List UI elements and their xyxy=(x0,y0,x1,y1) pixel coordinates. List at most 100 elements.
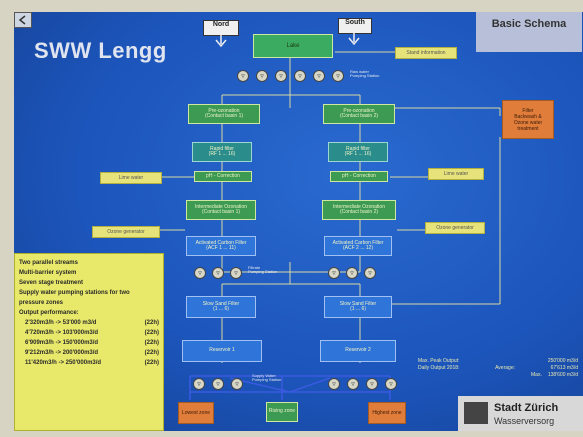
zone-rising: Rising zone xyxy=(266,402,298,422)
lime-water-label-right: Lime water xyxy=(428,168,484,180)
reservoir-1: Reservoir 1 xyxy=(182,340,262,362)
daily-output-label: Daily Output 2018: xyxy=(418,365,460,371)
pre-ozonation-2: Pre-ozonation (Contact basin 2) xyxy=(323,104,395,124)
pump-icon: ▿ xyxy=(275,70,287,82)
pump-icon: ▿ xyxy=(231,378,243,390)
slow-sand-filter-1: Slow Sand Filter (1 ... 6) xyxy=(186,296,256,318)
pump-icon: ▿ xyxy=(294,70,306,82)
screen-frame-left xyxy=(0,0,14,437)
stand-info-label: Stand information xyxy=(395,47,457,59)
activated-carbon-filter-2: Activated Carbon Filter (ACF 2 ... 12) xyxy=(324,236,392,256)
performance-row: 11'420m3/h -> 250'000m3/d (22h) xyxy=(19,358,159,368)
raw-water-pumping-label: Raw water Pumping Station xyxy=(350,69,380,79)
stadt-zurich-logo: Stadt Zürich Wasserversorg xyxy=(458,396,583,431)
performance-row: 6'909m3/h -> 150'000m3/d (22h) xyxy=(19,338,159,348)
pump-icon: ▿ xyxy=(346,267,358,279)
performance-value: 2'320m3/h -> 53'000 m3/d xyxy=(25,320,97,326)
ozone-generator-text-left: Ozone generator xyxy=(107,229,145,235)
stats-row-peak: Max. Peak Output: 250'000 m3/d xyxy=(418,358,578,365)
south-arrow-icon xyxy=(348,32,360,46)
pump-icon: ▿ xyxy=(328,267,340,279)
pump-icon: ▿ xyxy=(237,70,249,82)
pump-icon: ▿ xyxy=(194,267,206,279)
north-label: Nord xyxy=(212,21,230,28)
performance-value: 9'212m3/h -> 200'000m3/d xyxy=(25,350,99,356)
pump-icon: ▿ xyxy=(385,378,397,390)
pump-icon: ▿ xyxy=(212,378,224,390)
performance-row: 4'720m3/h -> 103'000m3/d (22h) xyxy=(19,328,159,338)
supply-pumping-label: Supply Water Pumping Station xyxy=(252,373,282,383)
lime-water-label-left: Lime water xyxy=(100,172,162,184)
zone-lowest: Lowest zone xyxy=(178,402,214,424)
panel-line: Output performance: xyxy=(19,310,79,316)
screen-frame-top xyxy=(0,0,583,12)
pump-icon: ▿ xyxy=(328,378,340,390)
activated-carbon-filter-1: Activated Carbon Filter (ACF 1 ... 11) xyxy=(186,236,256,256)
menu-toggle-icon[interactable] xyxy=(14,12,32,28)
max-peak-value: 250'000 m3/d xyxy=(547,358,578,364)
pump-icon: ▿ xyxy=(332,70,344,82)
rapid-filter-1: Rapid filter (RF 1 ... 16) xyxy=(192,142,252,162)
panel-line: Supply water pumping stations for two xyxy=(19,290,130,296)
max-peak-label: Max. Peak Output: xyxy=(418,358,460,364)
coat-of-arms-icon xyxy=(464,402,488,424)
performance-value: 6'909m3/h -> 150'000m3/d xyxy=(25,340,99,346)
pump-icon: ▿ xyxy=(230,267,242,279)
panel-line: Two parallel streams xyxy=(19,260,78,266)
north-arrow-icon xyxy=(215,34,227,48)
brand-line-1: Stadt Zürich xyxy=(494,402,559,414)
pump-icon: ▿ xyxy=(313,70,325,82)
basic-schema-label: Basic Schema xyxy=(476,12,582,52)
ozone-generator-text-right: Ozone generator xyxy=(436,225,474,231)
south-label: South xyxy=(345,19,365,26)
intermediate-ozonation-1: Intermediate Ozonation (Contact basin 1) xyxy=(186,200,256,220)
performance-hours: (22h) xyxy=(144,350,159,356)
panel-line: pressure zones xyxy=(19,300,64,306)
brand-line-2: Wasserversorg xyxy=(494,416,555,426)
max-value: 138'600 m3/d xyxy=(547,372,578,378)
performance-hours: (22h) xyxy=(144,360,159,366)
stats-row-max: Max. 138'600 m3/d xyxy=(418,372,578,379)
pump-icon: ▿ xyxy=(347,378,359,390)
info-panel: Two parallel streams Multi-barrier syste… xyxy=(14,253,164,431)
output-stats: Max. Peak Output: 250'000 m3/d Daily Out… xyxy=(418,358,578,379)
filter-backwash-box: Filter Backwash & Ozone water treatment xyxy=(502,100,554,139)
pump-icon: ▿ xyxy=(256,70,268,82)
pre-ozonation-1: Pre-ozonation (Contact basin 1) xyxy=(188,104,260,124)
ozone-generator-label-left: Ozone generator xyxy=(92,226,160,238)
rapid-filter-2: Rapid filter (RF 1 ... 16) xyxy=(328,142,388,162)
intermediate-ozonation-2: Intermediate Ozonation (Contact basin 2) xyxy=(322,200,396,220)
lake-label: Lake xyxy=(286,42,300,49)
lime-water-text-right: Lime water xyxy=(443,171,469,177)
performance-hours: (22h) xyxy=(144,330,159,336)
performance-row: 9'212m3/h -> 200'000m3/d (22h) xyxy=(19,348,159,358)
panel-line: Seven stage treatment xyxy=(19,280,84,286)
ph-correction-1: pH - Correction xyxy=(194,171,252,182)
zone-highest: Highest zone xyxy=(368,402,406,424)
slow-sand-filter-2: Slow Sand Filter (1 ... 6) xyxy=(324,296,392,318)
pump-icon: ▿ xyxy=(364,267,376,279)
ozone-generator-label-right: Ozone generator xyxy=(425,222,485,234)
panel-line: Multi-barrier system xyxy=(19,270,77,276)
filtrate-pumping-label: Filtrate Pumping Station xyxy=(248,265,278,275)
performance-value: 4'720m3/h -> 103'000m3/d xyxy=(25,330,99,336)
lake-box: Lake xyxy=(253,34,333,58)
lime-water-text-left: Lime water xyxy=(118,175,144,181)
reservoir-2: Reservoir 2 xyxy=(320,340,396,362)
performance-hours: (22h) xyxy=(144,340,159,346)
stats-row-daily: Daily Output 2018: Average: 67'613 m3/d xyxy=(418,365,578,372)
average-value: 67'613 m3/d xyxy=(550,365,578,371)
performance-row: 2'320m3/h -> 53'000 m3/d (22h) xyxy=(19,318,159,328)
performance-hours: (22h) xyxy=(144,320,159,326)
screen-frame-bottom xyxy=(0,431,583,437)
page-title: SWW Lengg xyxy=(34,38,167,63)
max-label: Max. xyxy=(531,372,542,378)
average-label: Average: xyxy=(495,365,515,371)
performance-value: 11'420m3/h -> 250'000m3/d xyxy=(25,360,102,366)
stand-info-text: Stand information xyxy=(406,50,446,56)
pump-icon: ▿ xyxy=(212,267,224,279)
ph-correction-2: pH - Correction xyxy=(330,171,388,182)
south-inlet-box: South xyxy=(338,18,372,34)
pump-icon: ▿ xyxy=(366,378,378,390)
